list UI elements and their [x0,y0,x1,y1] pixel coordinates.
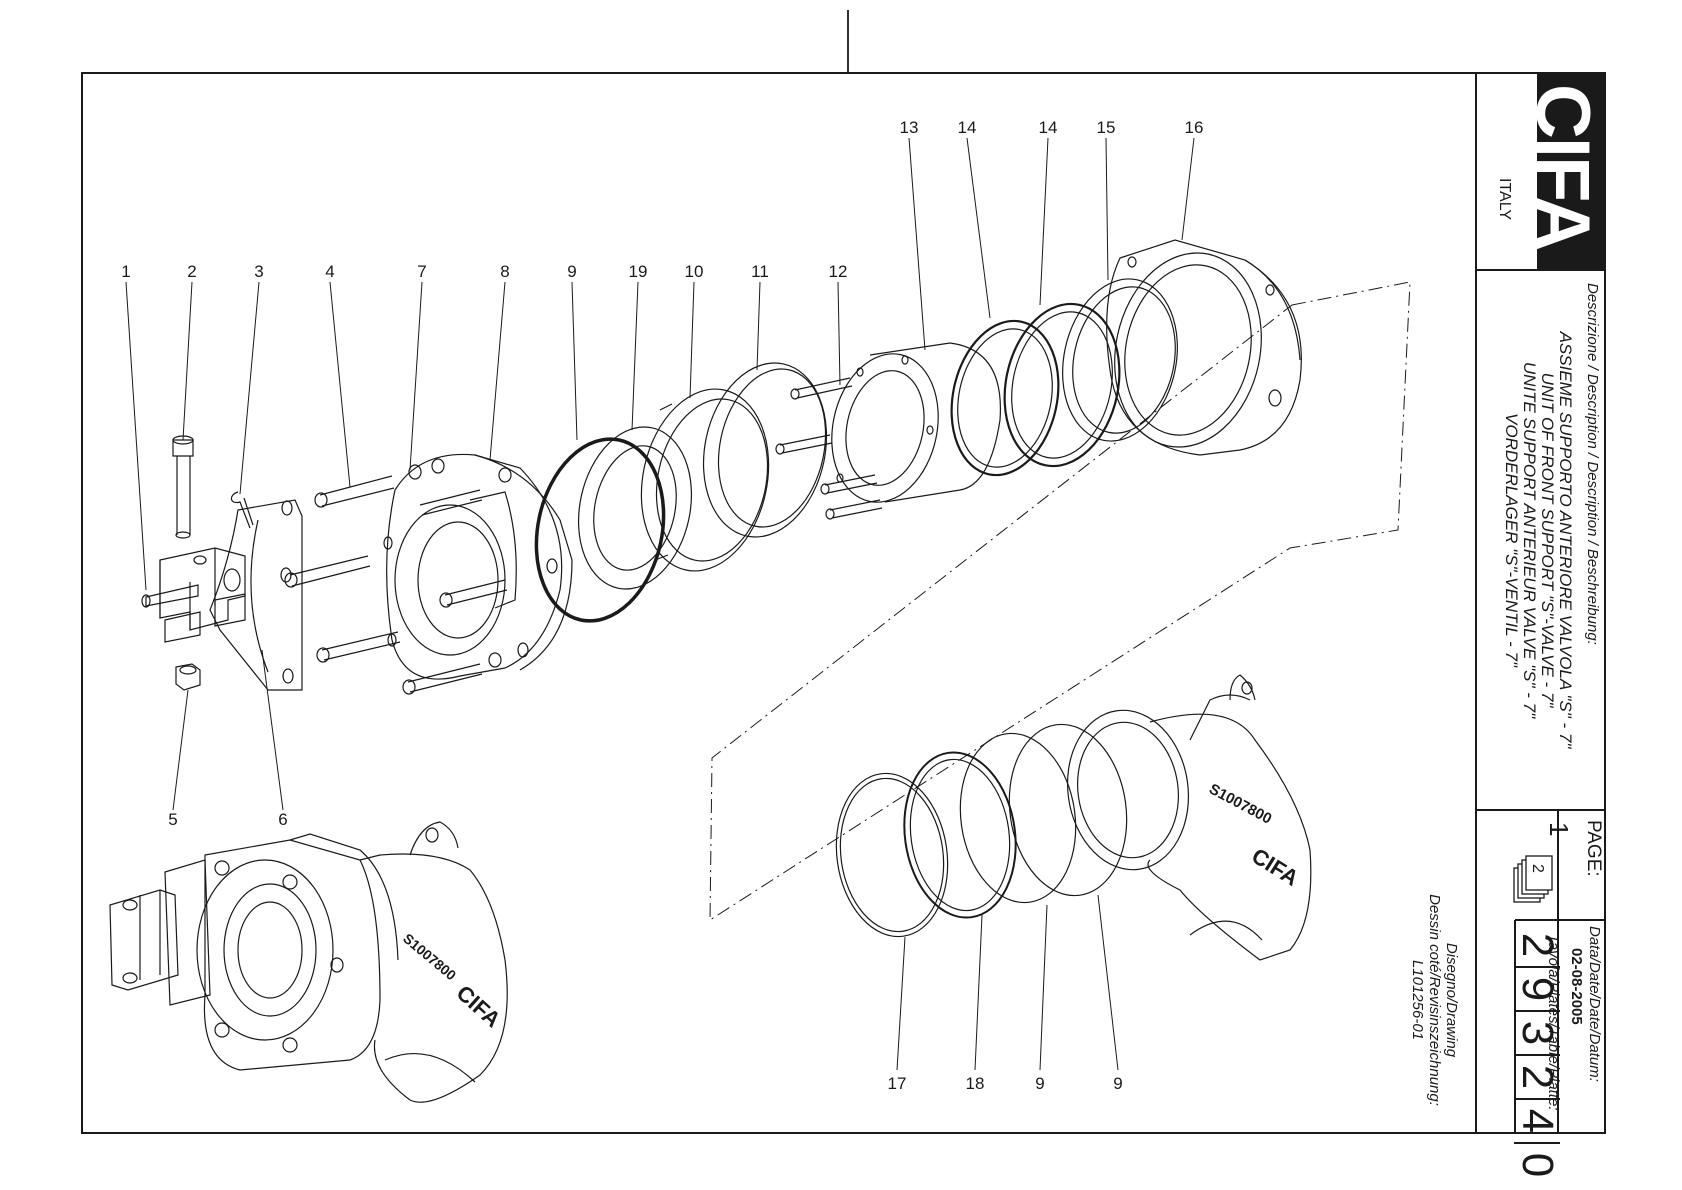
part-19-ring [577,426,693,590]
callout-2: 2 [187,262,196,281]
assembled-view [109,821,508,1103]
plate-digit: 9 [1513,966,1562,1010]
country-label: ITALY [1496,178,1513,221]
callout-5: 5 [168,810,177,829]
callout-6: 6 [278,810,287,829]
callout-9: 9 [567,262,576,281]
part-2-bolt [172,435,194,539]
logo: CIFA [1519,84,1606,249]
part-16-housing [1106,239,1302,456]
callout-8: 8 [500,262,509,281]
plate-hole [281,500,293,516]
part-9-lower-rings [959,723,1128,904]
plate-digit: 2 [1513,932,1562,958]
description-line-fr: UNITE SUPPORT ANTERIEUR VALVE "S" - 7" [1520,361,1539,719]
callout-13: 13 [900,118,919,137]
part-4-screws [284,475,508,695]
callout-14b: 14 [1039,118,1058,137]
callout-19: 19 [629,262,648,281]
callout-14a: 14 [958,118,977,137]
plate-hole [280,567,292,583]
date-label: Data/Date/Date/Datum: [1586,926,1603,1082]
part-15-ring [1062,278,1178,442]
part-14-seal [950,302,1121,477]
callout-3: 3 [254,262,263,281]
casting-marking-lower: S1007800 [400,930,459,983]
callout-4: 4 [325,262,334,281]
part-11-ring [702,362,828,538]
drawing-reference: Disegno/Drawing Dessin coté/Revisinszeic… [1409,880,1460,1120]
callout-17: 17 [888,1074,907,1093]
description-line-en: UNIT OF FRONT SUPPORT "S"-VALVE - 7" [1538,372,1557,708]
callout-1: 1 [121,262,130,281]
part-6-plate [209,499,303,691]
drawing-label: Disegno/Drawing [1443,942,1460,1058]
description-line-de: VORDERLAGER "S"-VENTIL - 7" [1502,413,1521,667]
plate-hole [282,668,294,684]
casting-logo-upper: CIFA [1247,843,1303,891]
part-12-screws [775,377,883,520]
plate-digit: 2 [1513,1054,1562,1098]
callout-9c: 9 [1113,1074,1122,1093]
logo-text: CIFA [1520,84,1605,250]
part-18-ring [903,751,1017,919]
drawing-frame [81,10,1606,1134]
part-8-flange [383,453,573,680]
callout-9b: 9 [1035,1074,1044,1093]
callout-18: 18 [966,1074,985,1093]
casting-marking-upper: S1007800 [1206,781,1274,828]
page-icon [1513,855,1553,903]
callout-15: 15 [1097,118,1116,137]
exploded-group-outline [709,281,1411,921]
callout-leaders [125,137,1195,1071]
description-text: ASSIEME SUPPORTO ANTERIORE VALVOLA "S" -… [1502,300,1575,780]
part-clevis-bracket [159,547,246,643]
part-13-sleeve [831,342,1002,503]
date-value: 02-08-2005 [1568,948,1585,1025]
plate-digit: 3 [1513,1010,1562,1054]
page-label: PAGE: [1583,820,1604,877]
plate-digit: 4 [1513,1098,1562,1142]
part-9-o-ring [534,437,666,623]
part-5-nut [175,663,201,691]
part-10-ring [640,388,770,572]
page-number: 1 [1544,822,1574,837]
description-label: Descrizione / Description / Description … [1584,283,1601,645]
callout-numbers: 1 2 3 4 7 8 9 19 10 11 12 13 14 14 15 16… [121,118,1203,1093]
part-17-ring [835,772,949,938]
logo-background [1537,73,1605,270]
page-icon-number: 2 [1529,864,1546,873]
plate-number: 2 9 3 2 4 0 [1513,924,1562,1186]
callout-16: 16 [1185,118,1204,137]
part-3-split-pin [230,491,254,529]
callout-10: 10 [685,262,704,281]
drawing-code: L101256-01 [1409,959,1426,1041]
part-1-pin [141,584,199,608]
revision-drawing-label: Dessin coté/Revisinszeichnung: [1426,894,1443,1106]
plate-digit: 0 [1513,1142,1562,1186]
callout-12: 12 [829,262,848,281]
callout-11: 11 [751,262,769,281]
casting-logo-lower: CIFA [452,980,506,1032]
description-line-it: ASSIEME SUPPORTO ANTERIORE VALVOLA "S" -… [1556,331,1575,749]
s-tube-casting-exploded [1066,674,1312,961]
callout-7: 7 [417,262,426,281]
